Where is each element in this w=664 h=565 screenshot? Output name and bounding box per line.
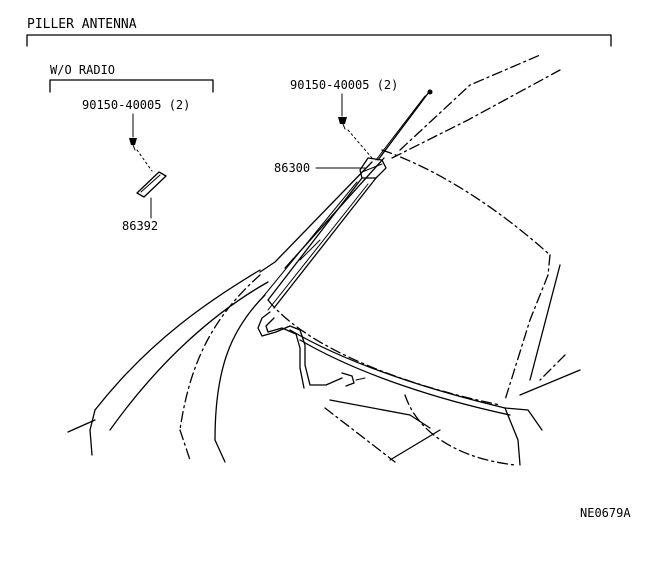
antenna-hole-cover-icon: [136, 171, 167, 198]
sub-group-bracket: [49, 79, 214, 93]
figure-code: NE0679A: [580, 506, 631, 520]
screw-left-icon: [129, 138, 137, 151]
vehicle-outline: [67, 54, 581, 466]
part-label-antenna: 86300: [274, 161, 310, 175]
sub-group-title: W/O RADIO: [50, 63, 115, 77]
main-group-bracket: [26, 34, 612, 47]
diagram-title: PILLER ANTENNA: [27, 17, 137, 32]
antenna-body: [261, 177, 377, 311]
assembly-line: [136, 149, 153, 172]
part-label-screw-right: 90150-40005 (2): [290, 78, 398, 92]
part-label-screw-left: 90150-40005 (2): [82, 98, 190, 112]
screw-right-icon: [338, 117, 347, 130]
antenna-mast: [375, 89, 433, 161]
part-label-cover: 86392: [122, 219, 158, 233]
assembly-line: [347, 129, 373, 159]
antenna-cable: [257, 311, 366, 389]
